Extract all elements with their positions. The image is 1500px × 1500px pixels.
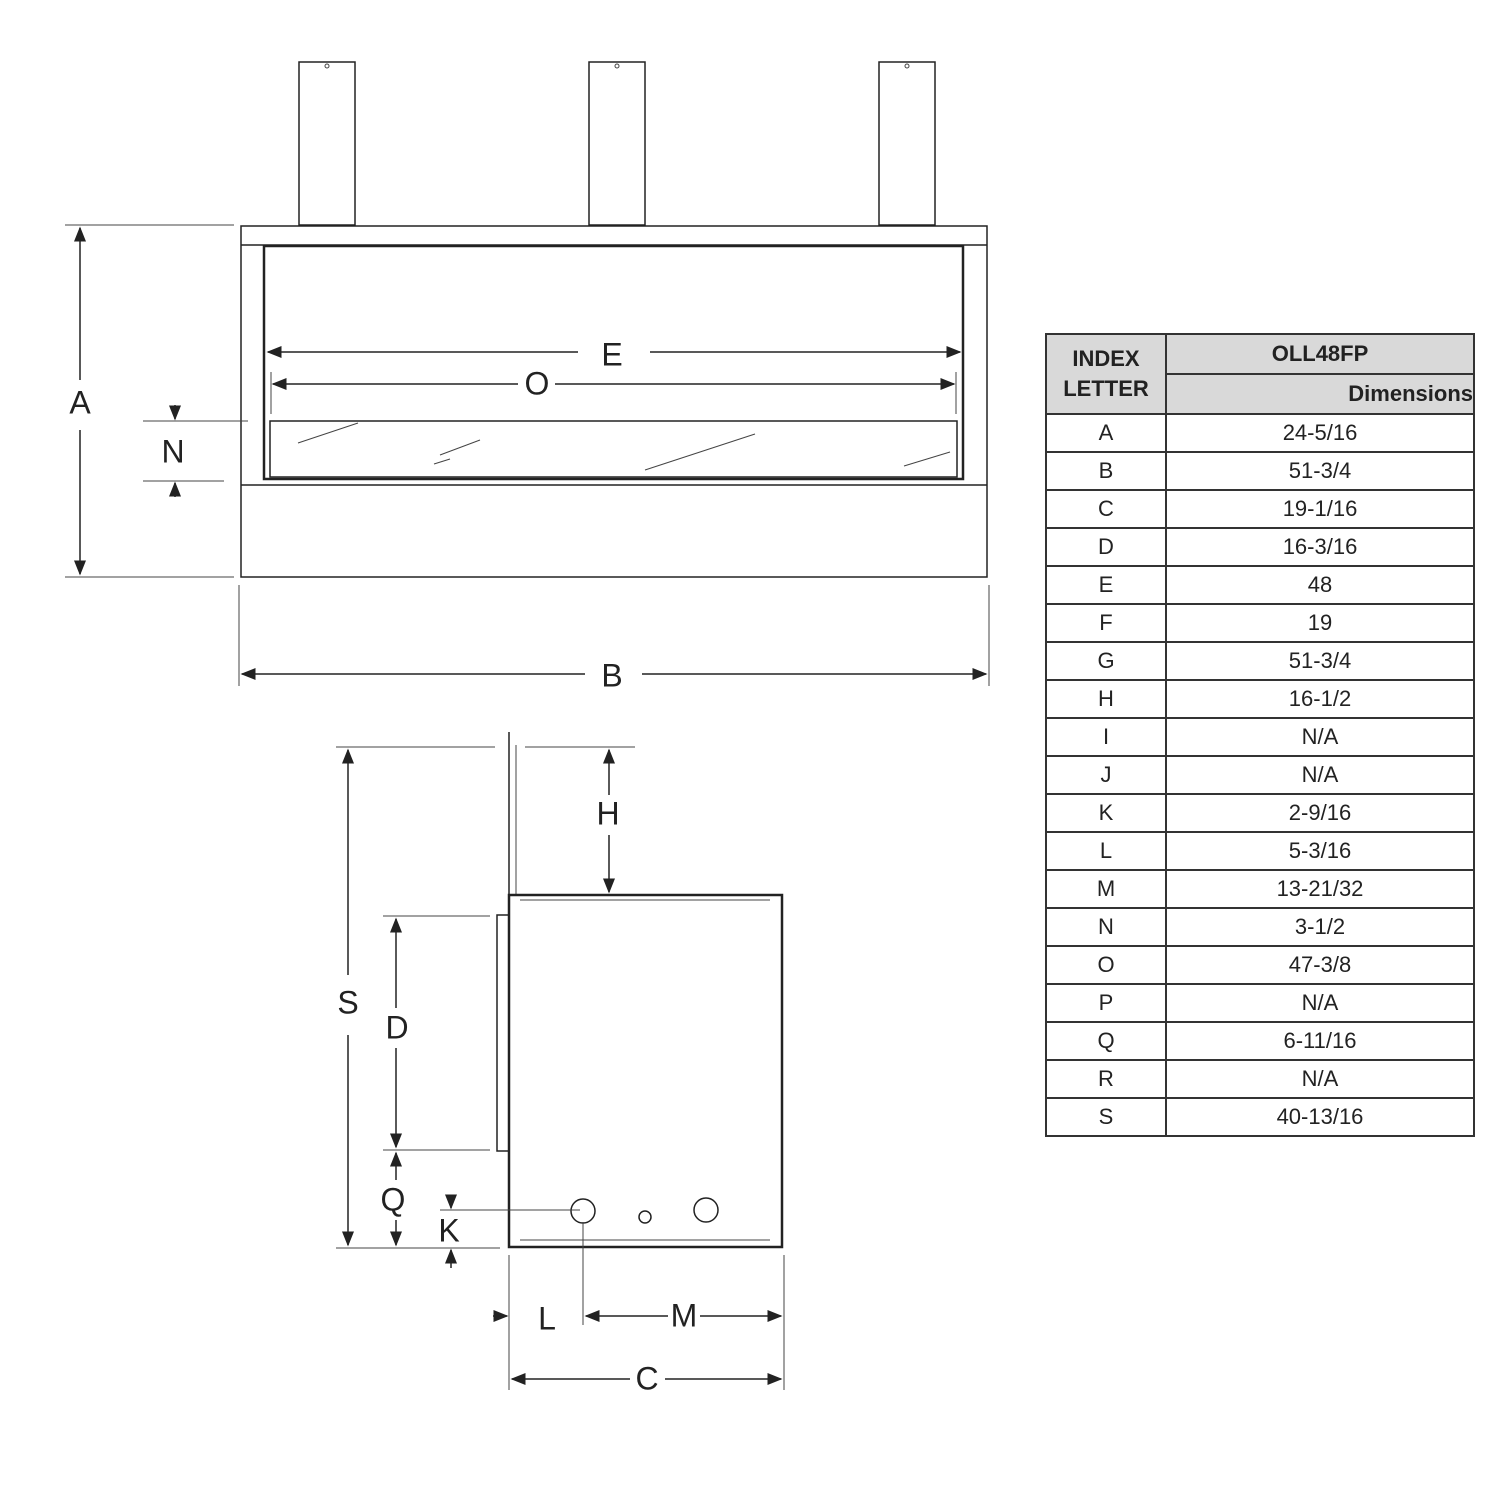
label-E: E bbox=[601, 336, 622, 372]
vent-pipes bbox=[298, 61, 936, 226]
index-letter: C bbox=[1045, 489, 1167, 529]
dimension-value: 48 bbox=[1165, 565, 1475, 605]
dimension-value: 24-5/16 bbox=[1165, 413, 1475, 453]
label-K: K bbox=[438, 1212, 459, 1248]
label-C: C bbox=[635, 1360, 658, 1396]
front-view: A N E O B bbox=[65, 61, 990, 693]
dimension-value: 3-1/2 bbox=[1165, 907, 1475, 947]
label-H: H bbox=[596, 795, 619, 831]
label-A: A bbox=[69, 384, 91, 420]
index-letter: N bbox=[1045, 907, 1167, 947]
index-letter: J bbox=[1045, 755, 1167, 795]
index-letter: Q bbox=[1045, 1021, 1167, 1061]
dimension-value: 16-3/16 bbox=[1165, 527, 1475, 567]
index-letter: H bbox=[1045, 679, 1167, 719]
index-letter: K bbox=[1045, 793, 1167, 833]
label-O: O bbox=[525, 365, 550, 401]
index-letter: D bbox=[1045, 527, 1167, 567]
label-Q: Q bbox=[381, 1181, 406, 1217]
firebox-outline bbox=[240, 225, 988, 578]
dimension-value: 5-3/16 bbox=[1165, 831, 1475, 871]
viewing-opening bbox=[262, 244, 965, 481]
label-B: B bbox=[601, 657, 622, 693]
side-body bbox=[507, 893, 784, 1249]
index-letter: I bbox=[1045, 717, 1167, 757]
dimension-value: 51-3/4 bbox=[1165, 451, 1475, 491]
index-letter: R bbox=[1045, 1059, 1167, 1099]
label-L: L bbox=[538, 1300, 556, 1336]
glass-panel bbox=[269, 420, 958, 478]
index-letter: O bbox=[1045, 945, 1167, 985]
model-header: OLL48FP bbox=[1165, 333, 1475, 375]
dimension-value: N/A bbox=[1165, 1059, 1475, 1099]
dimension-value: 51-3/4 bbox=[1165, 641, 1475, 681]
label-S: S bbox=[337, 984, 358, 1020]
index-letter: A bbox=[1045, 413, 1167, 453]
dimension-value: 19-1/16 bbox=[1165, 489, 1475, 529]
index-letter: G bbox=[1045, 641, 1167, 681]
dimension-value: 13-21/32 bbox=[1165, 869, 1475, 909]
index-letter: M bbox=[1045, 869, 1167, 909]
side-view: S H D Q K L M C bbox=[336, 732, 785, 1396]
label-M: M bbox=[671, 1297, 698, 1333]
index-letter: S bbox=[1045, 1097, 1167, 1137]
index-letter: E bbox=[1045, 565, 1167, 605]
dimension-value: 19 bbox=[1165, 603, 1475, 643]
label-N: N bbox=[161, 433, 184, 469]
dimension-value: 40-13/16 bbox=[1165, 1097, 1475, 1137]
dimensions-header: Dimensions bbox=[1165, 373, 1475, 415]
index-letter: F bbox=[1045, 603, 1167, 643]
index-letter: P bbox=[1045, 983, 1167, 1023]
dimension-value: N/A bbox=[1165, 717, 1475, 757]
label-D: D bbox=[385, 1009, 408, 1045]
dimension-value: N/A bbox=[1165, 983, 1475, 1023]
index-letter: L bbox=[1045, 831, 1167, 871]
dimension-value: 6-11/16 bbox=[1165, 1021, 1475, 1061]
dimension-value: 2-9/16 bbox=[1165, 793, 1475, 833]
dimension-value: N/A bbox=[1165, 755, 1475, 795]
dimension-value: 47-3/8 bbox=[1165, 945, 1475, 985]
dimension-value: 16-1/2 bbox=[1165, 679, 1475, 719]
index-letter: B bbox=[1045, 451, 1167, 491]
